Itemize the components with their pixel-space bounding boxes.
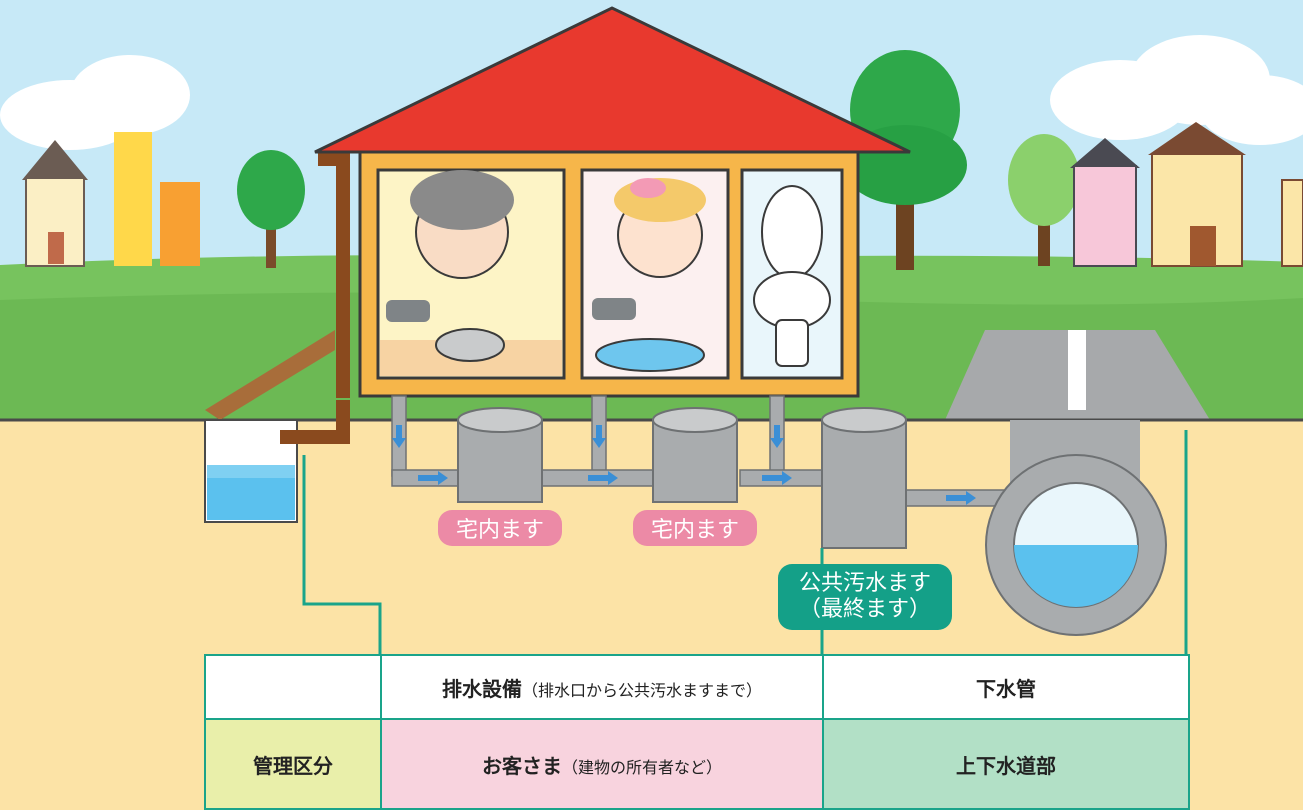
public-masu-label-line1: 公共汚水ます [798, 571, 931, 596]
owner-sub: （建物の所有者など） [561, 757, 722, 777]
right-buildings [1070, 122, 1303, 267]
management-table: 排水設備（排水口から公共汚水ますまで） 下水管 管理区分 お客さま（建物の所有者… [204, 654, 1190, 810]
tree-left [237, 150, 305, 268]
sewer-main-pipe [985, 420, 1167, 636]
inhouse-masu-label-1: 宅内ます [438, 510, 562, 546]
drainage-main: 排水設備 [441, 676, 522, 701]
inhouse-masu-label-2: 宅内ます [633, 510, 757, 546]
owner-main: お客さま [481, 753, 562, 778]
mgmt-label-cell: 管理区分 [204, 718, 382, 810]
drainage-header-cell: 排水設備（排水口から公共汚水ますまで） [380, 654, 824, 720]
faucet-icon [386, 298, 636, 322]
table-header-row: 排水設備（排水口から公共汚水ますまで） 下水管 [204, 654, 1190, 720]
public-masu-label: 公共汚水ます （最終ます） [778, 564, 952, 630]
downspout [336, 150, 350, 398]
sewer-header-cell: 下水管 [822, 654, 1190, 720]
girl-washing-icon [614, 178, 706, 278]
tree-right [1008, 134, 1080, 266]
public-masu [821, 407, 907, 549]
public-masu-label-line2: （最終ます） [798, 597, 931, 622]
woman-cooking-icon [410, 170, 514, 362]
table-management-row: 管理区分 お客さま（建物の所有者など） 上下水道部 [204, 718, 1190, 810]
owner-cell: お客さま（建物の所有者など） [380, 718, 824, 810]
clouds [0, 35, 1303, 150]
ditch-wall [205, 330, 335, 420]
toilet-icon [753, 185, 831, 367]
left-buildings [22, 132, 200, 267]
dept-cell: 上下水道部 [822, 718, 1190, 810]
header-empty-cell [204, 654, 382, 720]
inhouse-masu-2 [652, 407, 738, 503]
flow-arrows [392, 425, 976, 505]
drainage-sub: （排水口から公共汚水ますまで） [521, 680, 762, 700]
inhouse-masu-1 [457, 407, 543, 503]
